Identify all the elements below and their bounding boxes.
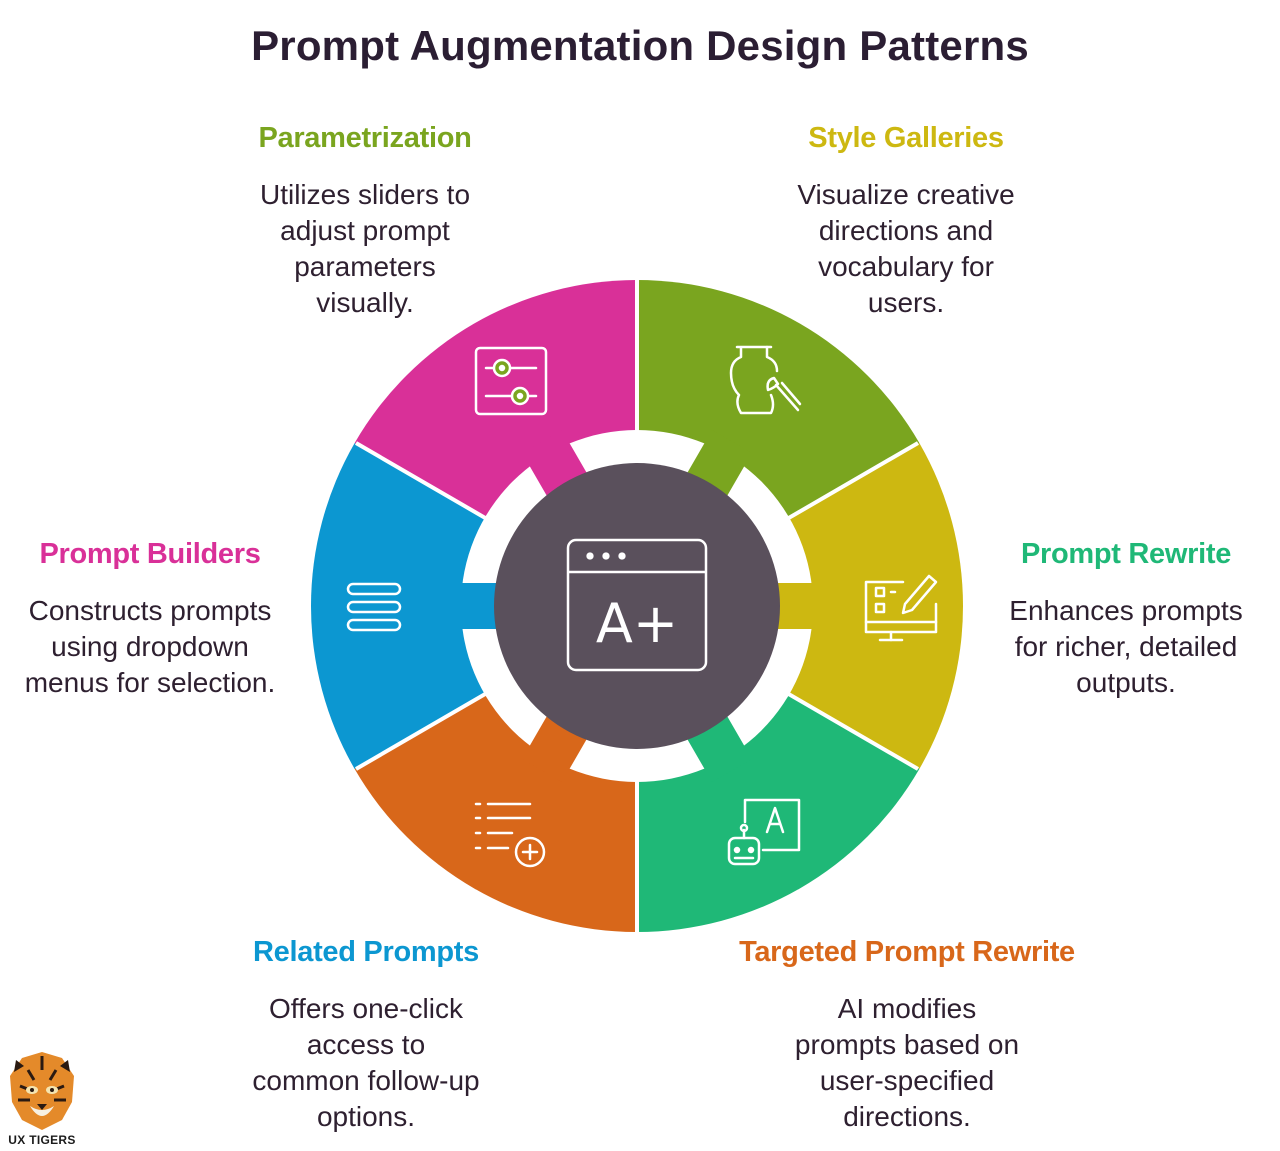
brand-name: UX TIGERS: [8, 1133, 76, 1147]
heading-prompt-builders: Prompt Builders: [39, 538, 261, 570]
center-hub: [494, 463, 780, 749]
heading-style-galleries: Style Galleries: [808, 122, 1004, 154]
list-add-icon: [474, 802, 546, 868]
description-style-galleries: Visualize creative directions and vocabu…: [797, 179, 1015, 318]
center-label: A+: [596, 592, 678, 655]
heading-targeted-prompt-rewrite: Targeted Prompt Rewrite: [739, 936, 1075, 968]
description-prompt-rewrite: Enhances prompts for richer, detailed ou…: [1009, 595, 1243, 698]
sliders-icon: [474, 346, 548, 416]
description-related-prompts: Offers one-click access to common follow…: [252, 993, 480, 1132]
heading-related-prompts: Related Prompts: [253, 936, 479, 968]
vase-brush-icon: [729, 345, 802, 415]
heading-prompt-rewrite: Prompt Rewrite: [1020, 538, 1232, 570]
pattern-prompt-builders: Prompt Builders Constructs prompts using…: [0, 538, 300, 701]
pattern-prompt-rewrite: Prompt Rewrite Enhances prompts for rich…: [976, 538, 1276, 701]
pattern-targeted-prompt-rewrite: Targeted Prompt Rewrite AI modifies prom…: [718, 936, 1096, 1135]
heading-parametrization: Parametrization: [258, 122, 472, 154]
pattern-related-prompts: Related Prompts Offers one-click access …: [216, 936, 516, 1135]
pattern-parametrization: Parametrization Utilizes sliders to adju…: [215, 122, 515, 321]
pattern-style-galleries: Style Galleries Visualize creative direc…: [756, 122, 1056, 321]
tiger-head-icon: [10, 1052, 74, 1130]
description-prompt-builders: Constructs prompts using dropdown menus …: [24, 595, 276, 698]
description-parametrization: Utilizes sliders to adjust prompt parame…: [259, 179, 471, 318]
description-targeted-prompt-rewrite: AI modifies prompts based on user-specif…: [794, 993, 1020, 1132]
monitor-edit-icon: [864, 574, 938, 642]
browser-window-icon: [566, 538, 708, 672]
menu-lines-icon: [346, 582, 402, 632]
connector-style-galleries: [767, 583, 827, 629]
robot-text-icon: [727, 798, 801, 866]
diagram-title: Prompt Augmentation Design Patterns: [251, 22, 1029, 69]
connector-related-prompts: [447, 583, 507, 629]
